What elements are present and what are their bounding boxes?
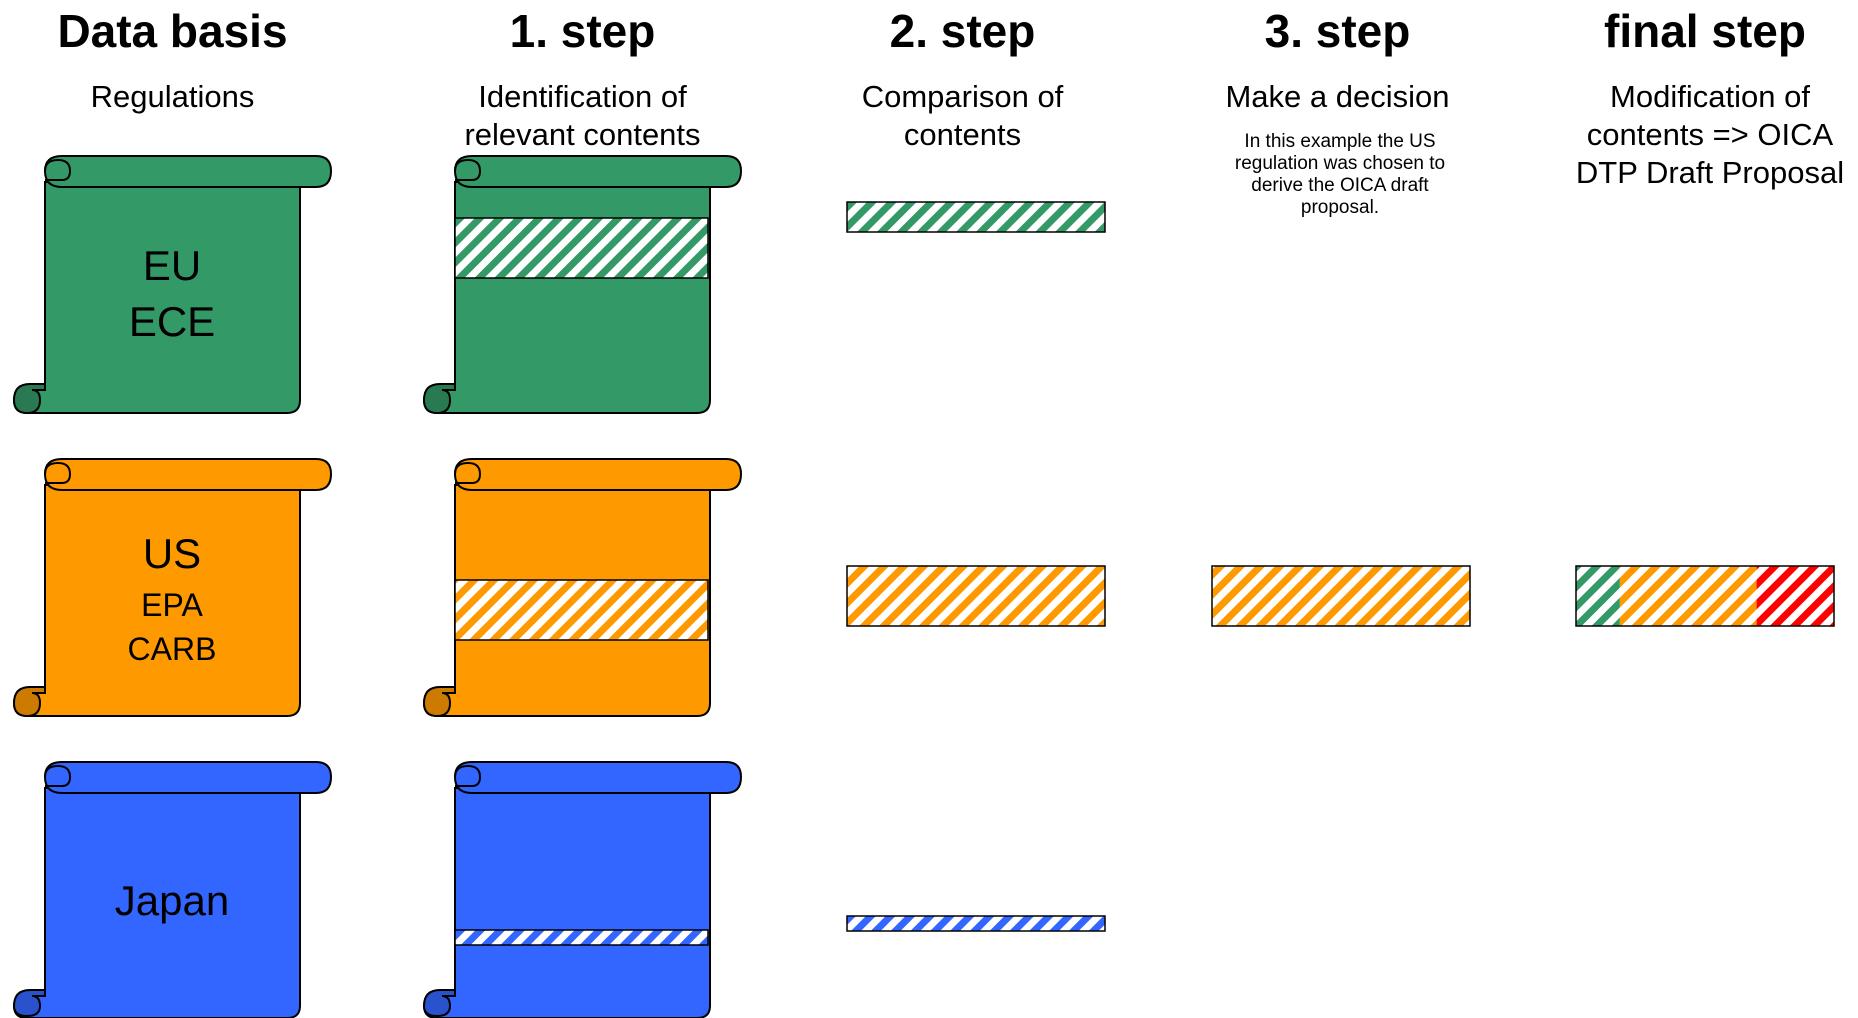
scroll-bottom-curl: [12, 686, 46, 718]
scroll-body: [422, 181, 711, 414]
scroll-bottom-curl: [422, 383, 456, 415]
scroll-sublabel: CARB: [128, 631, 217, 667]
scroll-body: [422, 787, 711, 1018]
column-subtitle-step-2: Comparison of contents: [861, 79, 1064, 152]
step1-scroll-eu: [422, 155, 743, 415]
decision-bar-us: [1211, 565, 1471, 627]
scroll-top-curl: [44, 461, 72, 484]
scroll-top-curl: [454, 764, 482, 787]
scroll-label: EU: [143, 242, 201, 289]
scroll-top-curl: [44, 158, 72, 181]
scroll-bottom-curl: [422, 989, 456, 1018]
column-subtitle-step-3: Make a decision: [1225, 79, 1450, 114]
column-subtitle-step-1: Identification of relevant contents: [464, 79, 701, 152]
scroll-top-roll: [43, 155, 333, 188]
column-subtitle-final-step: Modification of contents => OICA DTP Dra…: [1575, 79, 1845, 190]
scroll-top-roll: [453, 761, 743, 794]
scroll-us: US EPA CARB: [12, 458, 333, 718]
scroll-sublabel: ECE: [129, 298, 215, 345]
column-title-step-1: 1. step: [509, 5, 656, 57]
final-segment-us: [1619, 566, 1757, 626]
scroll-eu: EU ECE: [12, 155, 333, 415]
scroll-top-roll: [43, 458, 333, 491]
decision-note: In this example the US regulation was ch…: [1234, 131, 1446, 218]
scroll-top-curl: [454, 461, 482, 484]
scroll-top-curl: [44, 764, 72, 787]
column-title-data-basis: Data basis: [57, 5, 288, 57]
scroll-bottom-curl: [12, 989, 46, 1018]
scroll-label: US: [143, 530, 201, 577]
column-title-step-3: 3. step: [1264, 5, 1411, 57]
column-title-final-step: final step: [1604, 5, 1806, 57]
scroll-label: Japan: [115, 877, 229, 924]
step1-scroll-us: [422, 458, 743, 718]
scroll-bottom-curl: [422, 686, 456, 718]
final-bar-outline: [1575, 565, 1835, 627]
final-segment-eu: [1576, 566, 1620, 626]
scroll-top-roll: [453, 155, 743, 188]
relevant-section-us: [454, 579, 709, 641]
comparison-bar-eu: [846, 201, 1106, 233]
column-subtitle-data-basis: Regulations: [90, 79, 255, 114]
scroll-top-curl: [454, 158, 482, 181]
column-title-step-2: 2. step: [889, 5, 1036, 57]
relevant-section-eu: [454, 217, 709, 279]
final-segment-modification: [1756, 566, 1834, 626]
final-proposal-bar: [1576, 566, 1834, 626]
relevant-section-japan: [454, 929, 709, 946]
scroll-bottom-curl: [12, 383, 46, 415]
scroll-top-roll: [43, 761, 333, 794]
comparison-bar-japan: [846, 915, 1106, 932]
step1-scroll-japan: [422, 761, 743, 1018]
comparison-bar-us: [846, 565, 1106, 627]
scroll-japan: Japan: [12, 761, 333, 1018]
scroll-sublabel: EPA: [141, 587, 203, 623]
scroll-top-roll: [453, 458, 743, 491]
